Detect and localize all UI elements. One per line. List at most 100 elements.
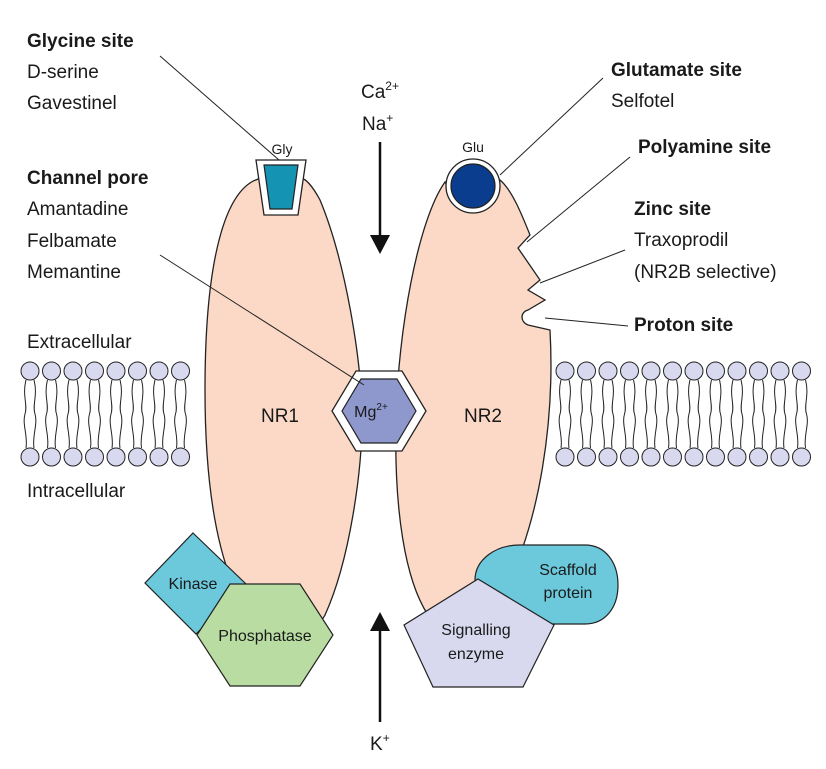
lipid-tails [730,379,744,449]
membrane-left [20,361,190,467]
channel-pore-leader [159,254,365,386]
lipid-head-top [663,361,682,381]
lipid-head-top [171,361,190,381]
lipid-head-top [20,361,40,381]
channel-pore-item-3: Memantine [27,262,121,283]
lipid-head-top [555,361,575,381]
glycine-site-item-1: D-serine [27,62,99,83]
lipid-head-top [42,361,61,381]
lipid-head-bottom [684,447,704,467]
lipid-head-bottom [42,447,61,467]
lipid-head-top [149,361,169,381]
lipid-tails [152,379,166,449]
glu-ligand [450,163,496,209]
lipid-head-bottom [128,447,147,467]
lipid-tails [109,379,123,449]
lipid-head-top [63,361,83,381]
mg-ion [341,378,417,444]
signalling-label-line2: enzyme [448,646,504,663]
scaffold-label-line1: Scaffold [539,562,597,579]
membrane-right [555,361,811,467]
zinc-leader [539,249,626,284]
lipid-head-top [749,361,768,381]
glutamate-site-title: Glutamate site [611,60,742,81]
polyamine-leader [526,156,631,243]
influx-arrowhead [370,235,390,254]
lipid-head-bottom [20,447,40,467]
lipid-tails [752,379,765,449]
lipid-head-top [577,361,596,381]
efflux-arrowhead [370,612,390,631]
gly-label: Gly [272,141,293,157]
lipid-tails [623,379,636,449]
nr1-subunit [204,177,363,631]
lipid-head-bottom [85,447,104,467]
lipid-tails [601,379,615,449]
mg-label: Mg2+ [354,402,388,421]
lipid-tails [45,379,58,449]
lipid-head-bottom [727,447,747,467]
lipid-head-top [598,361,618,381]
na-ion-label: Na+ [362,111,393,135]
channel-pore-item-2: Felbamate [27,231,117,252]
lipid-tails [23,379,37,449]
lipid-tails [644,379,658,449]
phosphatase-label: Phosphatase [218,628,312,645]
lipid-head-top [85,361,104,381]
zinc-site-title: Zinc site [634,199,711,220]
signalling-label-line1: Signalling [441,622,510,639]
zinc-site-item-1: Traxoprodil [634,230,728,251]
signalling-enzyme-shape [403,578,555,688]
lipid-head-bottom [663,447,682,467]
lipid-head-bottom [749,447,768,467]
lipid-head-bottom [555,447,575,467]
lipid-head-bottom [770,447,790,467]
lipid-head-top [641,361,661,381]
lipid-head-bottom [106,447,126,467]
intracellular-label: Intracellular [27,481,126,502]
lipid-tails [709,379,722,449]
lipid-tails [666,379,679,449]
channel-pore-item-1: Amantadine [27,199,128,220]
gly-ligand [263,164,299,210]
lipid-head-bottom [641,447,661,467]
nr1-label: NR1 [261,406,299,427]
lipid-tails [88,379,101,449]
lipid-head-top [792,361,811,381]
lipid-tails [174,379,187,449]
lipid-head-bottom [171,447,190,467]
glutamate-site-item-1: Selfotel [611,91,674,112]
k-ion-label: K+ [370,731,390,755]
nr2-label: NR2 [464,406,502,427]
lipid-head-bottom [706,447,725,467]
lipid-head-top [128,361,147,381]
lipid-head-bottom [598,447,618,467]
lipid-head-bottom [577,447,596,467]
phosphatase-shape [196,583,334,687]
glycine-site-item-2: Gavestinel [27,93,117,114]
lipid-tails [773,379,787,449]
lipid-tails [558,379,572,449]
lipid-head-bottom [792,447,811,467]
proton-site-title: Proton site [634,315,733,336]
lipid-head-top [727,361,747,381]
proton-leader [544,317,629,327]
glycine-leader [159,55,280,161]
ca-ion-label: Ca2+ [361,79,399,103]
scaffold-label-line2: protein [544,585,593,602]
channel-pore-title: Channel pore [27,168,148,189]
lipid-head-top [620,361,639,381]
lipid-head-bottom [620,447,639,467]
lipid-tails [795,379,808,449]
extracellular-label: Extracellular [27,332,132,353]
kinase-label: Kinase [169,576,218,593]
lipid-tails [66,379,80,449]
lipid-tails [131,379,144,449]
zinc-site-item-2: (NR2B selective) [634,262,777,283]
glu-label: Glu [462,139,484,155]
polyamine-site-title: Polyamine site [638,137,771,158]
lipid-head-top [684,361,704,381]
lipid-head-top [106,361,126,381]
